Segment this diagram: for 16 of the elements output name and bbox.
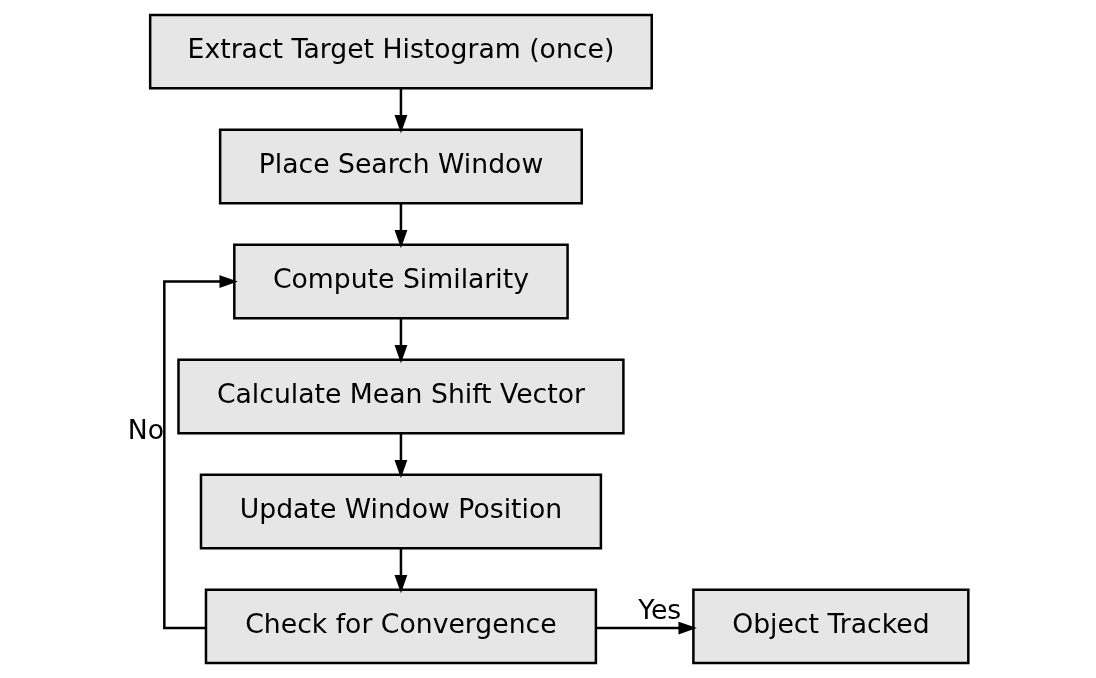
node-box: Calculate Mean Shift Vector <box>177 358 625 435</box>
arrow <box>394 203 408 249</box>
edge-label: Yes <box>638 594 682 626</box>
arrow <box>394 433 408 479</box>
node-box: Place Search Window <box>218 128 583 205</box>
arrow <box>596 621 697 635</box>
node-box: Compute Similarity <box>233 243 569 320</box>
node-box: Extract Target Histogram (once) <box>148 13 653 90</box>
arrow <box>394 548 408 594</box>
node-box: Object Tracked <box>692 588 970 665</box>
node-box: Check for Convergence <box>204 588 598 665</box>
edge-label: No <box>127 413 165 445</box>
node-box: Update Window Position <box>199 473 603 550</box>
arrow <box>394 88 408 134</box>
arrow <box>394 318 408 364</box>
arrow <box>163 275 238 630</box>
